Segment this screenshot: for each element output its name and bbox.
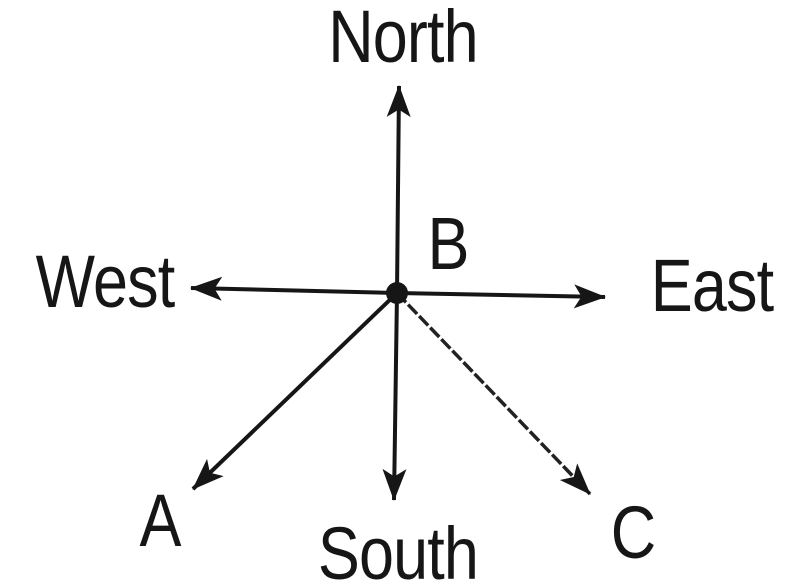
west-arrow <box>190 276 398 301</box>
arrow-to-c <box>395 291 592 496</box>
arrow-to-a <box>191 291 399 491</box>
label-south: South <box>317 512 479 585</box>
label-point-c: C <box>610 491 656 574</box>
label-point-a: A <box>139 479 181 562</box>
label-west: West <box>35 240 176 323</box>
north-arrow <box>386 85 411 294</box>
center-dot <box>386 282 408 304</box>
label-east: East <box>650 244 774 327</box>
east-arrow <box>396 284 606 309</box>
label-north: North <box>328 0 478 78</box>
label-center-b: B <box>427 202 469 285</box>
south-arrow <box>382 292 407 501</box>
